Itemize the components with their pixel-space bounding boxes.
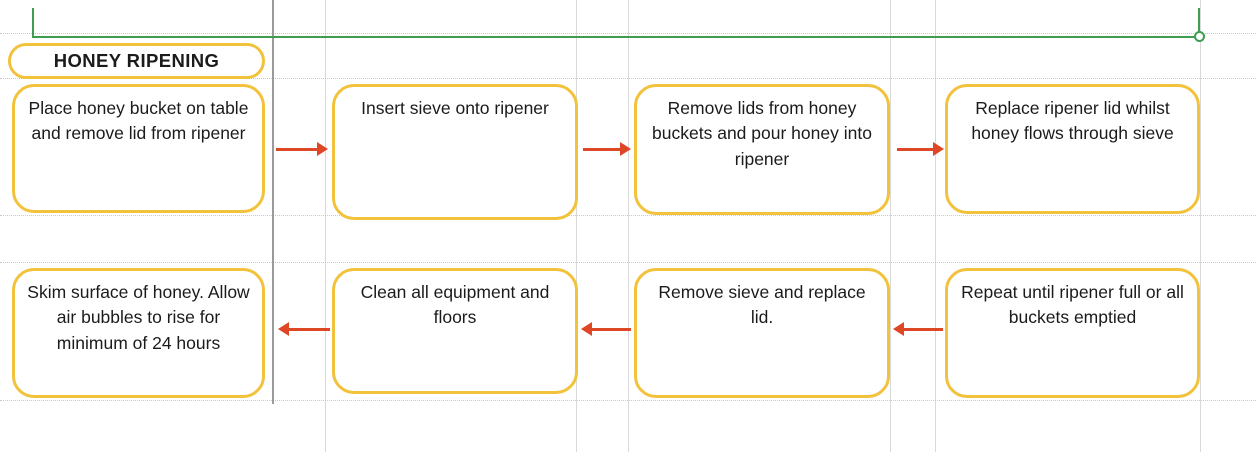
arrow-head-right-icon <box>933 142 944 156</box>
arrow-shaft <box>591 328 631 331</box>
gridline-vertical <box>1200 0 1201 452</box>
flow-node-step-3[interactable]: Remove lids from honey buckets and pour … <box>634 84 890 215</box>
gridline-vertical <box>576 0 577 452</box>
selection-border-left <box>32 8 34 36</box>
frozen-pane-divider <box>272 0 274 404</box>
arrow-head-left-icon <box>893 322 904 336</box>
flow-node-step-8[interactable]: Skim surface of honey. Allow air bubbles… <box>12 268 265 398</box>
flow-node-step-4[interactable]: Replace ripener lid whilst honey flows t… <box>945 84 1200 214</box>
flow-node-step-5[interactable]: Repeat until ripener full or all buckets… <box>945 268 1200 398</box>
arrow-head-left-icon <box>278 322 289 336</box>
selection-border-top <box>32 36 1200 38</box>
flowchart-title-box[interactable]: HONEY RIPENING <box>8 43 265 79</box>
arrow-shaft <box>276 148 318 151</box>
flow-node-step-2[interactable]: Insert sieve onto ripener <box>332 84 578 220</box>
arrow-shaft <box>903 328 943 331</box>
selection-handle[interactable] <box>1194 31 1205 42</box>
gridline-horizontal <box>0 262 1256 264</box>
gridline-horizontal <box>0 400 1256 402</box>
gridline-horizontal <box>0 215 1256 217</box>
flow-node-label: Clean all equipment and floors <box>360 282 550 328</box>
arrow-shaft <box>897 148 934 151</box>
flow-node-label: Skim surface of honey. Allow air bubbles… <box>27 282 250 353</box>
selection-border-right <box>1198 8 1200 36</box>
gridline-vertical <box>628 0 629 452</box>
gridline-vertical <box>890 0 891 452</box>
flow-node-step-1[interactable]: Place honey bucket on table and remove l… <box>12 84 265 213</box>
flow-node-step-6[interactable]: Remove sieve and replace lid. <box>634 268 890 398</box>
gridline-vertical <box>325 0 326 452</box>
arrow-head-left-icon <box>581 322 592 336</box>
arrow-shaft <box>288 328 330 331</box>
flowchart-title-label: HONEY RIPENING <box>53 49 220 71</box>
flow-node-step-7[interactable]: Clean all equipment and floors <box>332 268 578 394</box>
gridline-vertical <box>935 0 936 452</box>
arrow-shaft <box>583 148 621 151</box>
arrow-head-right-icon <box>620 142 631 156</box>
flow-node-label: Remove lids from honey buckets and pour … <box>652 98 872 169</box>
flow-node-label: Insert sieve onto ripener <box>361 98 549 118</box>
gridline-horizontal <box>0 78 1256 80</box>
flow-node-label: Replace ripener lid whilst honey flows t… <box>971 98 1174 144</box>
gridline-horizontal <box>0 33 1256 35</box>
flow-node-label: Place honey bucket on table and remove l… <box>28 98 249 144</box>
flow-node-label: Repeat until ripener full or all buckets… <box>961 282 1184 328</box>
arrow-head-right-icon <box>317 142 328 156</box>
flow-node-label: Remove sieve and replace lid. <box>658 282 866 328</box>
